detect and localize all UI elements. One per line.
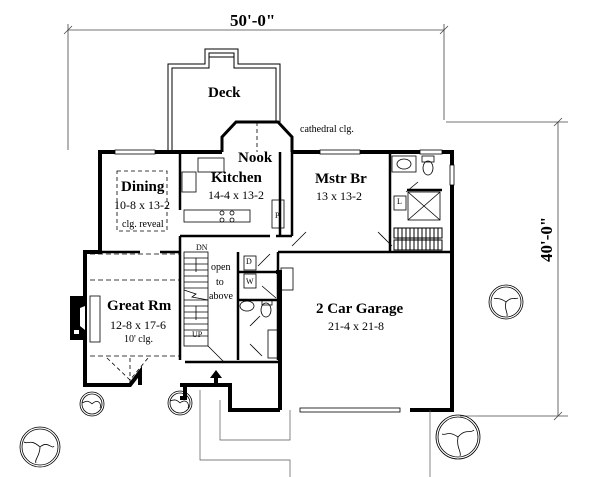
room-dining-size: 10-8 x 13-2 — [114, 198, 170, 212]
room-deck-name: Deck — [208, 85, 241, 101]
room-garage-name: 2 Car Garage — [316, 301, 404, 317]
label-pantry: P — [275, 211, 280, 220]
room-nook-name: Nook — [238, 150, 273, 166]
door-swings — [207, 181, 419, 363]
dining-ceiling-reveal — [116, 170, 168, 232]
garage-step — [280, 267, 294, 291]
room-kitchen-name: Kitchen — [211, 170, 262, 186]
fireplace — [70, 296, 85, 340]
note-to: to — [216, 277, 224, 288]
room-great-rm-name: Great Rm — [107, 298, 172, 314]
room-garage-size: 21-4 x 21-8 — [328, 319, 384, 333]
great-room-details — [89, 253, 180, 385]
master-bath — [391, 155, 441, 221]
shrubs — [19, 284, 524, 468]
note-above: above — [209, 291, 233, 302]
note-open: open — [211, 262, 231, 273]
label-dryer: D — [246, 257, 252, 266]
stairs — [183, 251, 209, 347]
kitchen-counters — [181, 157, 285, 229]
note-stairs-down: DN — [196, 243, 208, 252]
room-kitchen-size: 14-4 x 13-2 — [208, 188, 264, 202]
overall-depth-label: 40'-0" — [537, 216, 556, 262]
note-great-rm-ceiling: 10' clg. — [124, 334, 154, 345]
note-stairs-up: UP — [192, 330, 203, 339]
closets — [393, 227, 443, 251]
laundry-and-bath — [239, 255, 279, 359]
room-great-rm-size: 12-8 x 17-6 — [110, 318, 166, 332]
dimension-width — [63, 24, 449, 150]
note-cathedral-ceiling: cathedral clg. — [300, 124, 354, 135]
nook-bay — [220, 120, 294, 152]
note-clg-reveal: clg. reveal — [122, 219, 164, 230]
overall-width-label: 50'-0" — [230, 11, 276, 30]
label-washer: W — [246, 277, 254, 286]
entry-arrow-icon — [210, 370, 222, 384]
deck-outline — [167, 48, 281, 152]
label-linen: L — [397, 197, 402, 206]
room-mstr-br-name: Mstr Br — [315, 171, 367, 187]
dimension-depth — [446, 117, 568, 421]
room-mstr-br-size: 13 x 13-2 — [316, 189, 362, 203]
windows — [114, 149, 455, 413]
room-dining-name: Dining — [121, 179, 165, 195]
walkways — [199, 390, 478, 477]
